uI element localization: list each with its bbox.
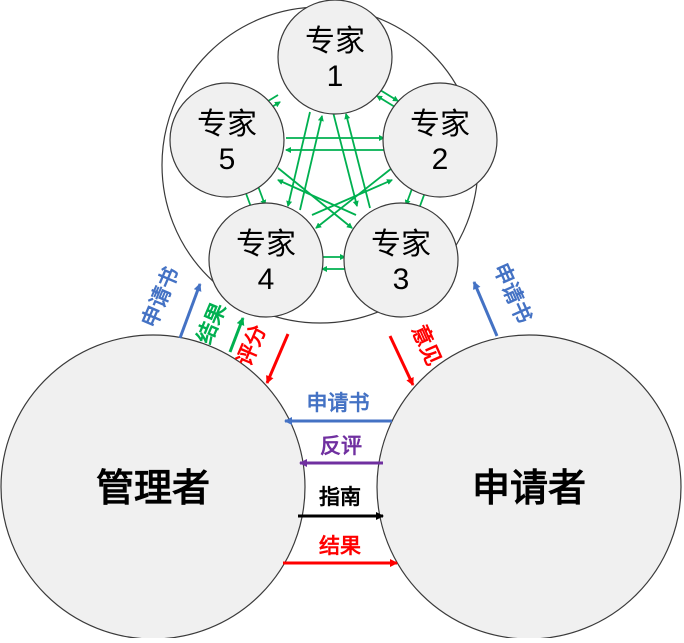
- expert-1-number: 1: [327, 60, 344, 93]
- applicant-label: 申请者: [472, 468, 586, 510]
- arrow-manager-to-panel-application: [178, 283, 202, 339]
- expert-3: 专家 3: [343, 202, 459, 318]
- link-4-to-2: [311, 179, 393, 216]
- link-4-to-1: [299, 115, 324, 211]
- link-5-to-4: [257, 185, 267, 206]
- expert-5-circle: [169, 82, 285, 198]
- expert-1-title: 专家: [305, 25, 365, 58]
- link-5-to-3: [277, 167, 353, 229]
- arrow-applicant-to-panel-application: [472, 281, 499, 337]
- expert-4-number: 4: [258, 263, 275, 296]
- arrow-panel-to-applicant-opinion: [388, 335, 415, 386]
- expert-3-circle: [343, 202, 459, 318]
- expert-2-number: 2: [432, 143, 449, 176]
- link-1-to-4: [286, 111, 311, 207]
- label-manager-to-applicant-result: 结果: [319, 535, 361, 558]
- expert-3-title: 专家: [371, 228, 431, 261]
- label-manager-to-applicant-guide: 指南: [319, 485, 361, 509]
- expert-4: 专家 4: [208, 202, 324, 318]
- link-2-to-4: [315, 167, 393, 229]
- expert-2-title: 专家: [410, 108, 470, 141]
- expert-1-circle: [277, 0, 393, 115]
- label-panel-to-manager-result: 结果: [193, 300, 231, 348]
- label-panel-to-applicant-opinion: 意见: [407, 321, 446, 369]
- label-applicant-to-manager-application: 申请书: [307, 391, 370, 415]
- expert-5-number: 5: [219, 143, 236, 176]
- expert-4-circle: [208, 202, 324, 318]
- link-1-to-2: [379, 89, 399, 102]
- link-1-to-3: [332, 111, 359, 207]
- link-3-to-5: [277, 179, 357, 216]
- expert-5-title: 专家: [197, 108, 257, 141]
- expert-2-circle: [382, 82, 498, 198]
- arrow-panel-to-manager-result: [228, 317, 245, 353]
- expert-4-title: 专家: [236, 228, 296, 261]
- arrow-panel-to-manager-score: [265, 333, 290, 384]
- link-2-to-1: [376, 95, 396, 108]
- manager-label: 管理者: [96, 468, 210, 510]
- expert-2: 专家 2: [382, 82, 498, 198]
- label-applicant-to-manager-rebuttal: 反评: [320, 435, 362, 458]
- expert-1: 专家 1: [277, 0, 393, 115]
- label-applicant-to-panel-application: 申请书: [489, 259, 537, 326]
- expert-5: 专家 5: [169, 82, 285, 198]
- expert-3-number: 3: [393, 263, 410, 296]
- label-manager-to-panel-application: 申请书: [137, 264, 184, 331]
